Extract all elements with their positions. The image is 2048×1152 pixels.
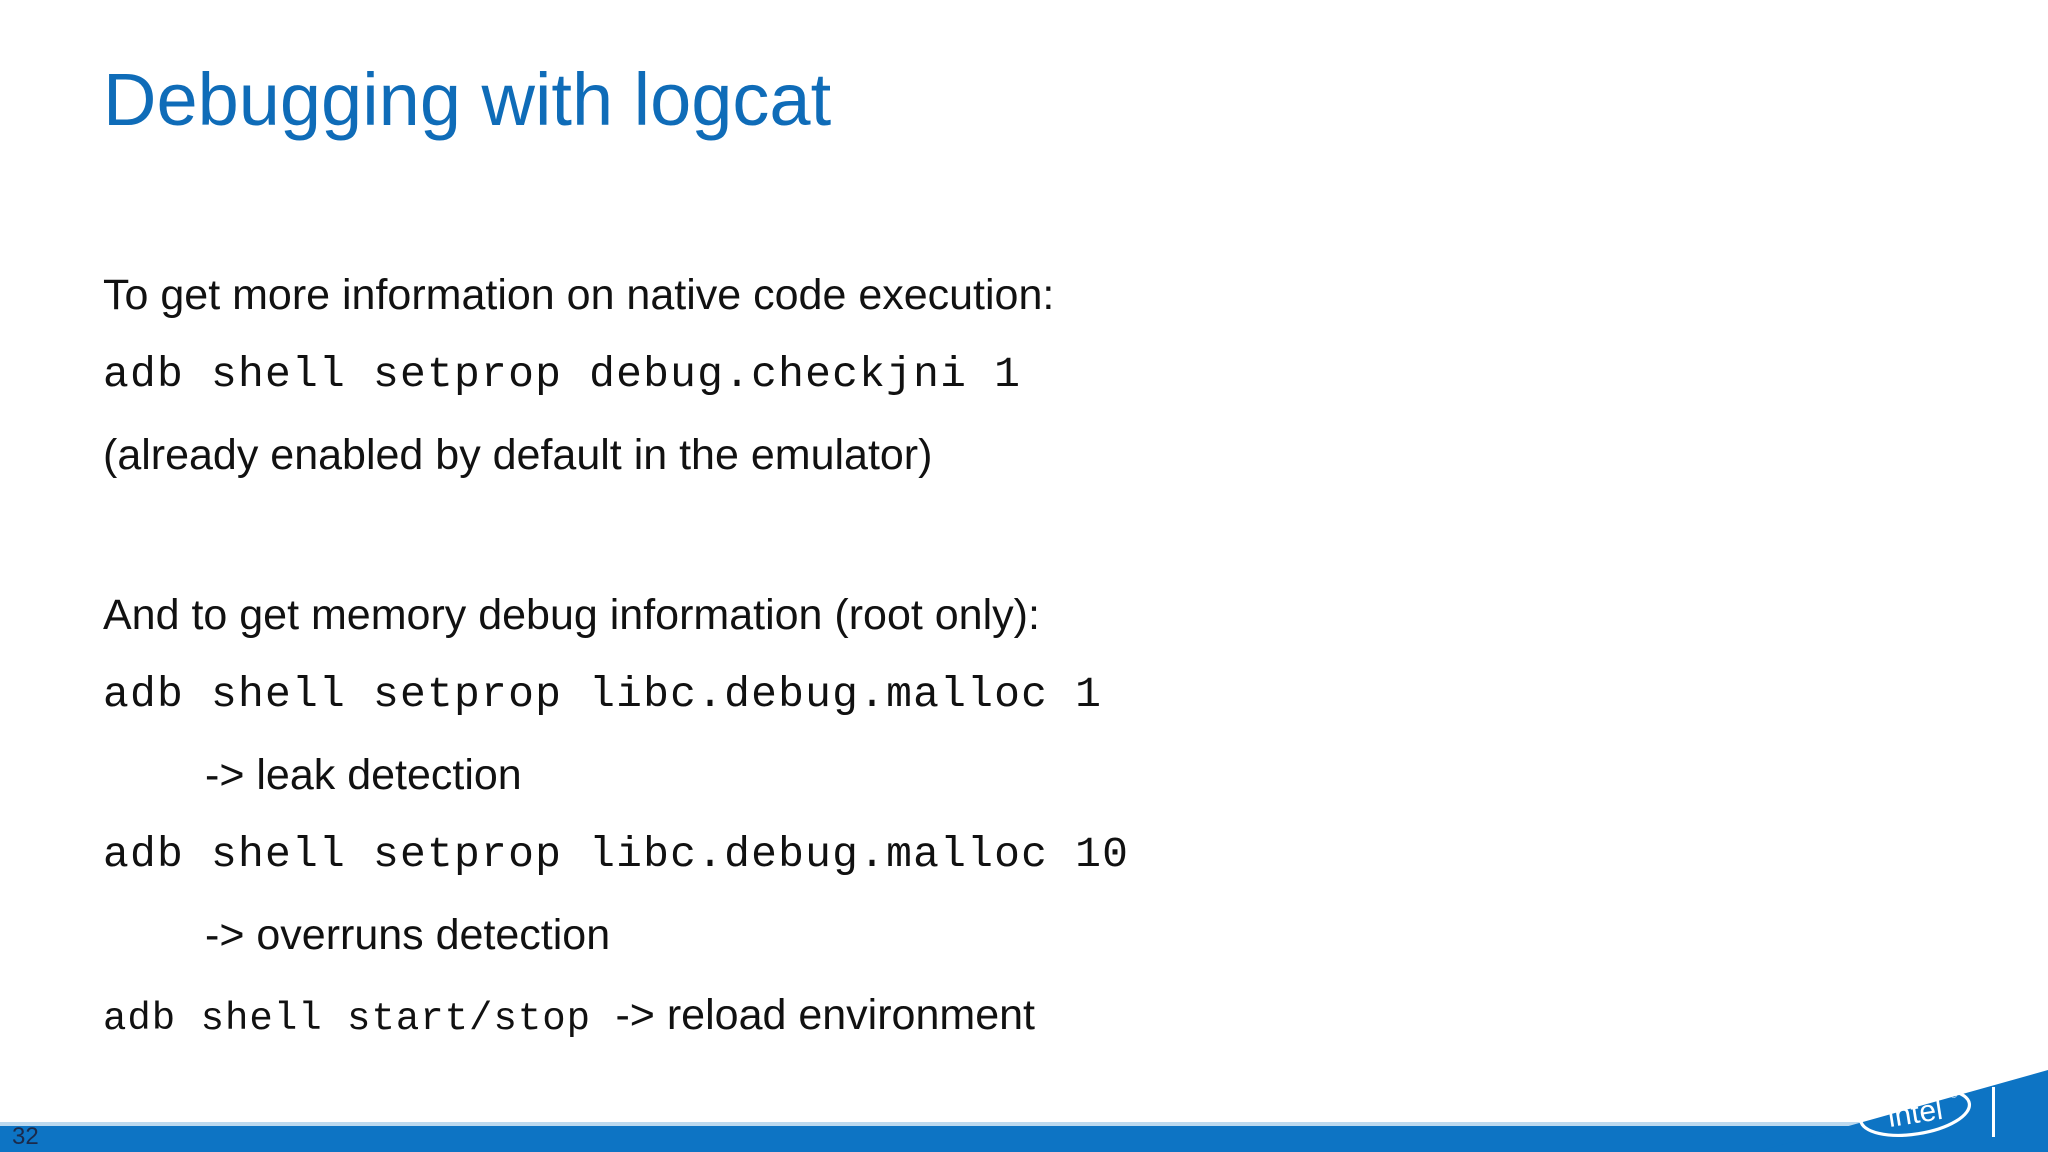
body-line-blank	[103, 495, 1803, 575]
body-line-code-malloc-10: adb shell setprop libc.debug.malloc 10	[103, 830, 1130, 879]
start-stop-note: -> reload environment	[615, 991, 1035, 1039]
footer-wedge	[1660, 1070, 2048, 1152]
body-line-code-checkjni: adb shell setprop debug.checkjni 1	[103, 350, 1022, 399]
svg-text:intel: intel	[1885, 1093, 1945, 1134]
page-title: Debugging with logcat	[103, 58, 832, 141]
slide-body: To get more information on native code e…	[103, 255, 1803, 1055]
svg-text:®: ®	[1949, 1089, 1959, 1101]
body-line-note-emulator: (already enabled by default in the emula…	[103, 431, 933, 479]
body-line-intro-native: To get more information on native code e…	[103, 271, 1055, 319]
intel-divider	[1992, 1087, 1995, 1137]
body-line-intro-memory: And to get memory debug information (roo…	[103, 591, 1040, 639]
body-line-code-start-stop: adb shell start/stop -> reload environme…	[103, 975, 1803, 1055]
page-number: 32	[12, 1123, 39, 1150]
footer-bar	[0, 1126, 2048, 1152]
body-line-note-leak-detection: -> leak detection	[205, 751, 522, 799]
footer-wedge-shape	[1756, 1070, 2048, 1152]
intel-logo: intel ®	[1858, 1087, 1972, 1137]
footer-hairline	[0, 1122, 2048, 1126]
body-line-code-malloc-1: adb shell setprop libc.debug.malloc 1	[103, 670, 1103, 719]
body-line-note-overruns-detection: -> overruns detection	[205, 911, 611, 959]
start-stop-command: adb shell start/stop	[103, 997, 616, 1041]
